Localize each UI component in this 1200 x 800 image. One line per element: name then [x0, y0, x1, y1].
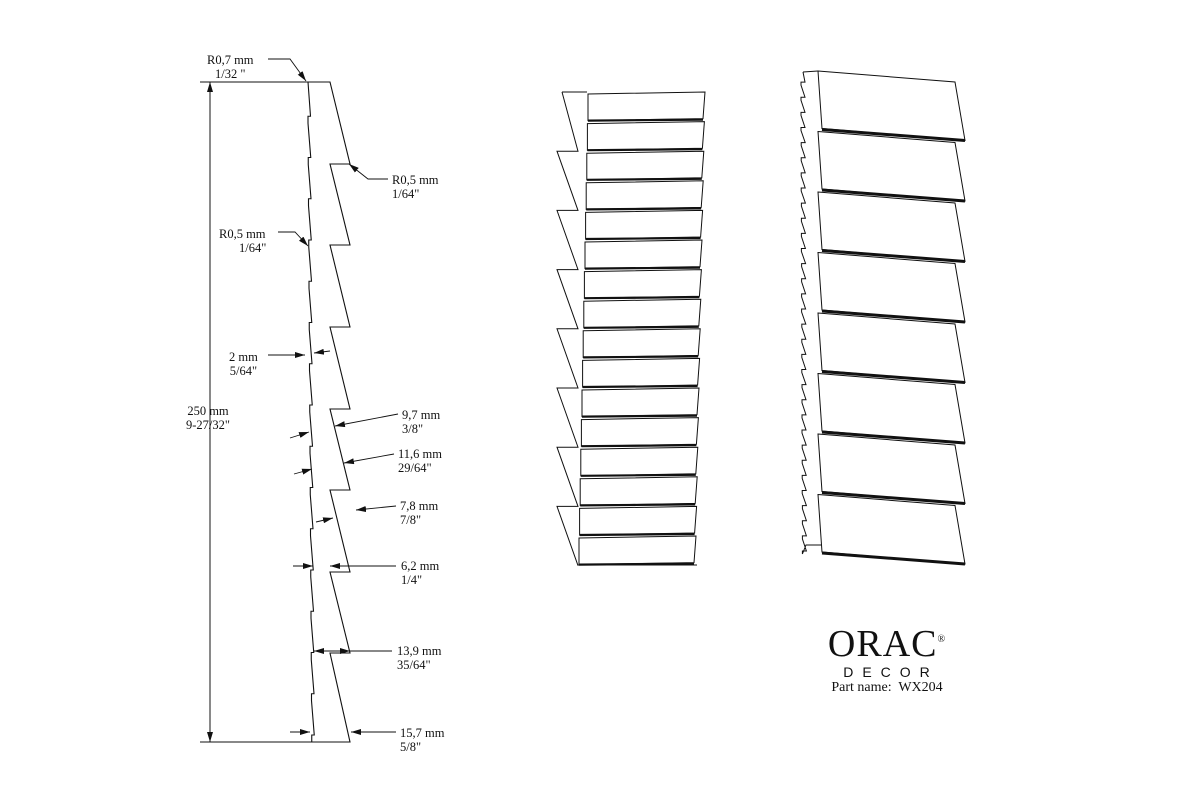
slat [583, 269, 702, 299]
slat-shadow [583, 325, 699, 329]
leader-7-8 [355, 505, 397, 512]
dimension-lines [200, 58, 399, 743]
slat-shadow [579, 532, 695, 537]
slat [581, 387, 700, 418]
slat-shadow [586, 207, 702, 211]
slat [586, 150, 705, 181]
slat-shadow [821, 551, 966, 566]
leader-7-8 [315, 517, 334, 524]
leader-11-6 [293, 468, 313, 475]
slat-shadow [583, 355, 699, 359]
slat [584, 239, 703, 270]
slat [585, 209, 704, 240]
slat [582, 357, 701, 388]
slat-shadow [584, 266, 701, 270]
slat-shadow [587, 148, 703, 152]
slat-shadow [821, 309, 966, 324]
profile-side [800, 71, 822, 555]
slat-shadow [581, 444, 697, 448]
leader-r05-right [348, 163, 388, 180]
top-edge [802, 70, 819, 73]
logo-sub: DECOR [843, 664, 939, 680]
slat [578, 535, 697, 566]
slat-shadow [821, 128, 966, 142]
slat [585, 180, 704, 210]
slat-shadow [587, 118, 704, 122]
slat-shadow [582, 384, 698, 389]
slat-shadow [821, 491, 966, 505]
slat [587, 91, 706, 122]
slat [580, 417, 699, 447]
front-view-wide [800, 70, 966, 566]
slat [579, 476, 698, 506]
slat-shadow [578, 562, 695, 566]
slat-shadow [581, 414, 698, 418]
front-view-narrow [556, 91, 706, 566]
slat-shadow [585, 236, 701, 241]
leader-9-7 [289, 431, 310, 439]
leader-r07 [268, 58, 307, 82]
slat-shadow [584, 296, 700, 300]
leader-9-7 [334, 413, 399, 428]
leader-11-6 [343, 453, 395, 465]
slat-shadow [821, 188, 966, 203]
profile-section [307, 81, 351, 743]
slat [586, 121, 705, 151]
slat-shadow [580, 503, 696, 507]
slat [580, 446, 699, 477]
profile-outline [307, 81, 351, 743]
slat [582, 328, 701, 358]
slat-shadow [821, 249, 966, 263]
slat-shadow [821, 370, 966, 384]
leader-r05-left [278, 231, 309, 247]
profile-side [556, 91, 697, 566]
slat [583, 298, 702, 329]
slat-shadow [821, 430, 966, 445]
slat-shadow [580, 473, 696, 477]
logo-brand: ORAC® [827, 623, 947, 665]
leader-2mm [313, 348, 331, 355]
orac-decor-logo: ORAC® DECOR Part name: WX204 [812, 624, 962, 696]
slat [579, 505, 698, 536]
slat-shadow [586, 177, 702, 181]
part-name: Part name: WX204 [831, 680, 943, 695]
